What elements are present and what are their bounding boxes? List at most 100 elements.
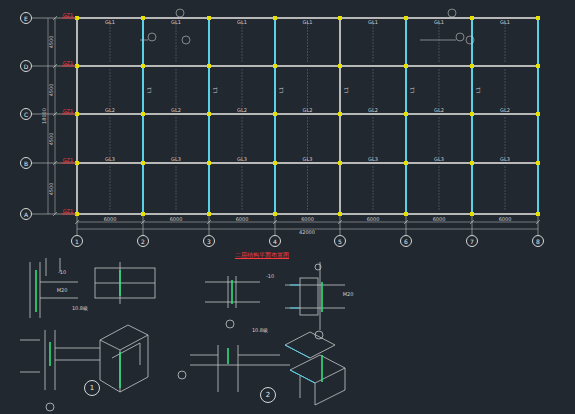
axis-label: C xyxy=(24,111,28,118)
plan-line xyxy=(110,166,111,211)
drawing-label: 6000 xyxy=(367,216,380,222)
axis-label: A xyxy=(24,211,28,218)
drawing-label: GL3 xyxy=(171,156,181,162)
plan-line xyxy=(176,166,177,211)
axis-label: 5 xyxy=(338,238,342,245)
steel-column xyxy=(141,16,145,20)
section-mark xyxy=(456,33,464,41)
plan-line xyxy=(274,18,276,214)
plan-line xyxy=(307,69,308,111)
steel-column xyxy=(207,161,211,165)
axis-label: 1 xyxy=(90,384,94,392)
plan-line xyxy=(75,220,79,224)
plan-line xyxy=(340,214,341,235)
steel-column xyxy=(273,64,277,68)
section-mark xyxy=(176,9,184,17)
plan-line xyxy=(405,18,407,214)
steel-column xyxy=(536,64,540,68)
plan-line xyxy=(110,117,111,160)
plan-line xyxy=(176,117,177,160)
plan-line xyxy=(141,220,145,224)
steel-column xyxy=(141,64,145,68)
steel-column xyxy=(404,16,408,20)
plan-line xyxy=(505,117,506,160)
axis-bubble: A xyxy=(20,208,32,220)
plan-line xyxy=(538,214,539,235)
drawing-label: 4500 xyxy=(48,182,54,195)
drawing-label: -10 xyxy=(266,273,274,279)
drawing-label: GL2 xyxy=(237,107,247,113)
plan-line xyxy=(406,214,407,235)
plan-line xyxy=(404,220,408,224)
axis-bubble: 4 xyxy=(269,235,281,247)
drawing-label: 4500 xyxy=(48,132,54,145)
axis-bubble: 7 xyxy=(466,235,478,247)
section-mark xyxy=(448,9,456,17)
axis-label: E xyxy=(24,15,28,22)
plan-line xyxy=(373,166,374,211)
drawing-label: 4500 xyxy=(48,36,54,49)
plan-line xyxy=(505,166,506,211)
plan-line xyxy=(439,166,440,211)
plan-line xyxy=(77,17,538,19)
drawing-label: 10.8級 xyxy=(72,305,88,311)
steel-column xyxy=(338,161,342,165)
steel-column xyxy=(338,16,342,20)
drawing-label: GL2 xyxy=(434,107,444,113)
axis-bubble: D xyxy=(20,60,32,72)
axis-label: 6 xyxy=(404,238,408,245)
drawing-label: L1 xyxy=(343,87,349,93)
drawing-label: GL2 xyxy=(500,107,510,113)
plan-line xyxy=(339,18,341,214)
plan-line xyxy=(76,18,78,214)
plan-line xyxy=(140,40,148,41)
steel-column xyxy=(207,212,211,216)
plan-line xyxy=(176,69,177,111)
axis-label: 3 xyxy=(207,238,211,245)
section-mark xyxy=(182,36,190,44)
drawing-label: M20 xyxy=(343,291,354,297)
drawing-label: GL3 xyxy=(303,156,313,162)
steel-column xyxy=(273,16,277,20)
drawing-label: 6000 xyxy=(104,216,117,222)
drawing-label: GL3 xyxy=(500,156,510,162)
plan-line xyxy=(273,220,277,224)
plan-line xyxy=(77,162,538,164)
plan-line xyxy=(373,21,374,63)
drawing-label: GL2 xyxy=(105,107,115,113)
drawing-label: L1 xyxy=(409,87,415,93)
steel-column xyxy=(207,64,211,68)
plan-line xyxy=(77,65,538,67)
drawing-label: GL1 xyxy=(105,19,115,25)
plan-line xyxy=(338,220,342,224)
steel-column xyxy=(470,16,474,20)
drawing-label: GZ1 xyxy=(63,108,73,114)
plan-line xyxy=(275,214,276,235)
plan-line xyxy=(77,113,538,115)
plan-line xyxy=(373,117,374,160)
steel-column xyxy=(207,112,211,116)
axis-bubble: 6 xyxy=(400,235,412,247)
steel-column xyxy=(141,212,145,216)
plan-line xyxy=(307,21,308,63)
plan-line xyxy=(110,21,111,63)
plan-line xyxy=(242,166,243,211)
steel-column xyxy=(338,64,342,68)
plan-line xyxy=(242,21,243,63)
drawing-label: L1 xyxy=(146,87,152,93)
drawing-label: GL1 xyxy=(434,19,444,25)
axis-bubble: 3 xyxy=(203,235,215,247)
steel-column xyxy=(404,161,408,165)
drawing-label: -10 xyxy=(58,269,66,275)
plan-line xyxy=(242,117,243,160)
plan-line xyxy=(472,214,473,235)
steel-column xyxy=(207,16,211,20)
drawing-label: GL3 xyxy=(105,156,115,162)
axis-label: 2 xyxy=(266,391,270,399)
drawing-label: GZ1 xyxy=(63,60,73,66)
steel-column xyxy=(470,212,474,216)
plan-line xyxy=(505,21,506,63)
plan-line xyxy=(53,64,57,68)
drawing-label: 42000 xyxy=(299,229,315,235)
